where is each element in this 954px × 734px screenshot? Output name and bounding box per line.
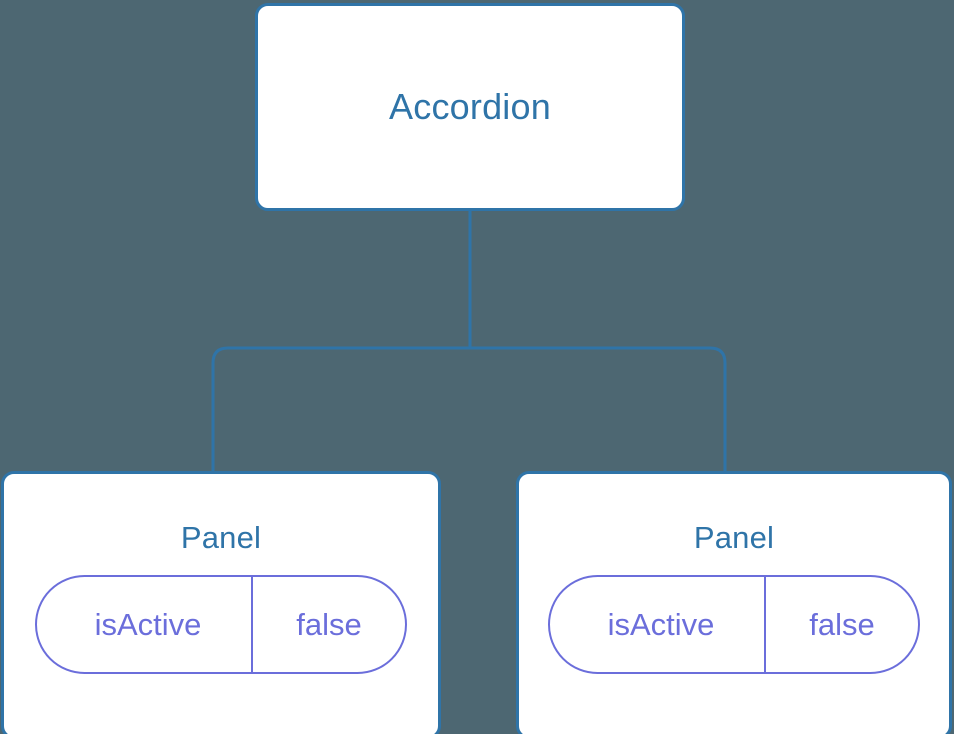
node-panel-left[interactable]: Panel isActive false: [1, 471, 441, 734]
state-pill-right[interactable]: isActive false: [548, 575, 920, 674]
node-accordion-title: Accordion: [389, 86, 551, 127]
node-panel-left-title: Panel: [180, 520, 262, 555]
connector-to-right-panel: [470, 346, 727, 473]
state-pill-right-key: isActive: [607, 607, 715, 642]
state-pill-left-key: isActive: [94, 607, 202, 642]
node-panel-right-title: Panel: [693, 520, 775, 555]
node-accordion[interactable]: Accordion: [255, 3, 685, 211]
connector-to-left-panel: [211, 346, 470, 473]
state-pill-left[interactable]: isActive false: [35, 575, 407, 674]
state-pill-left-value: false: [251, 577, 405, 672]
state-pill-right-value: false: [764, 577, 918, 672]
node-panel-right[interactable]: Panel isActive false: [516, 471, 952, 734]
